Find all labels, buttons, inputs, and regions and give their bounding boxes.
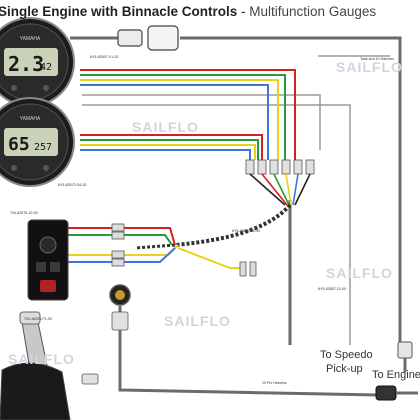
bottom-connector-1 [81,373,99,385]
wire-yellow-top [80,79,279,160]
connector-4 [281,159,291,175]
sw-green [68,234,173,246]
label-hub: 6Y5-83553-00-00 [232,229,260,233]
title-subtitle: Multifunction Gauges [249,4,377,19]
gauge-bottom-button-2 [43,165,49,171]
main-trunk-cable [180,36,402,345]
twisted-harness [174,203,292,247]
wire-red-bot [80,134,263,160]
watermark-4: SAILFLO [164,313,231,329]
bottom-connectors [81,311,413,401]
sw-connector-5 [239,261,247,277]
watermark-5: SAILFLO [8,351,75,367]
diagram-title: Single Engine with Binnacle Controls - M… [0,4,376,19]
binnacle-control [0,311,71,420]
gauge-top-lcd [4,48,58,76]
watermark-3: SAILFLO [326,265,393,281]
wire-red-top [80,69,296,160]
top-link-connector-a [117,29,143,47]
gauge-top: 2.3 42 YAMAHA [0,17,75,107]
hub-wire-1 [249,173,286,206]
gauge-top-brand: YAMAHA [20,36,41,42]
connector-row [245,159,315,175]
speedo-connector [397,341,413,359]
hub-wire-3 [273,173,290,206]
title-bold: Single Engine with Binnacle Controls [0,4,238,19]
hub-wire-6 [294,173,311,206]
label-speedo-line2: Pick-up [326,363,363,375]
sw-connector-2 [111,231,125,240]
connector-5 [293,159,303,175]
round-connector-inner [115,290,125,300]
gauge-bottom-display-main: 65 [8,134,30,155]
sw-connector-1 [111,223,125,232]
hub-wire-4 [285,173,292,206]
gauge-top-button-1 [11,85,17,91]
gauge-top-display-sub: 42 [40,62,52,73]
title-separator: - [237,4,250,19]
label-control: 703-48205-P1-00 [24,317,52,321]
switch-wires [68,227,245,269]
sw-to-right-yellow [177,247,245,269]
switch-panel-button-1 [36,262,46,272]
engine-connector [375,385,397,401]
sw-connector-4 [111,258,125,267]
hub-wires [249,173,311,206]
watermarks: SAILFLO SAILFLO SAILFLO SAILFLO SAILFLO [8,59,403,367]
label-top-link: 6Y5-83597-V1-00 [90,55,118,59]
main-cables [70,36,402,397]
gauge-bottom-button-1 [11,165,17,171]
label-engine-cable: 6Y5-83557-10-00 [318,287,346,291]
label-gauge-bottom: 6Y5-83570-S4-00 [58,183,86,187]
wire-blue-bot [80,149,251,160]
top-link-connectors [117,25,179,51]
connector-2 [257,159,267,175]
watermark-2: SAILFLO [132,119,199,135]
hub-to-bottom-cable [118,306,379,397]
gauge-wires [80,69,296,160]
connector-6 [305,159,315,175]
gauge-bottom: 65 257 YAMAHA [0,97,75,187]
speedo-line [82,104,351,345]
gauge-bottom-lcd [4,128,58,156]
switch-panel [27,219,69,301]
sw-red [68,227,176,246]
wire-blue-top [80,84,269,160]
watermark-1: SAILFLO [336,59,403,75]
label-ten-pin: 10 Pin Harness [262,381,287,385]
connector-1 [245,159,255,175]
signal-lines [82,55,390,345]
sw-connector-6 [249,261,257,277]
bottom-connector-2 [111,311,129,331]
gauge-bottom-brand: YAMAHA [20,116,41,122]
binnacle-handle [19,311,41,325]
gauge-top-display-main: 2.3 [8,52,44,76]
switch-panel-button-2 [50,262,60,272]
switch-connectors [111,223,257,277]
label-engine: To Engine [372,369,420,381]
wire-green-top [80,74,286,160]
gauge-top-button-2 [43,85,49,91]
binnacle-base [0,362,71,420]
sw-connector-3 [111,250,125,259]
label-switch-panel: 704-82570-10-00 [10,211,38,215]
label-speedo-line1: To Speedo [320,349,373,361]
hub-wire-5 [292,173,299,206]
wire-yellow-bot [80,144,256,160]
connector-3 [269,159,279,175]
sw-blue [68,247,176,263]
hub-wire-2 [261,173,288,206]
switch-panel-body [27,219,69,301]
wire-green-bot [80,139,259,160]
upper-right-line [82,94,321,150]
switch-panel-lanyard [40,280,56,292]
switch-panel-key [39,236,57,254]
gauge-bottom-display-sub: 257 [34,142,52,153]
twisted-harness-lower [134,243,176,250]
top-link-connector-b [147,25,179,51]
label-tank-harness: Tank and 10 Harness [360,57,394,61]
